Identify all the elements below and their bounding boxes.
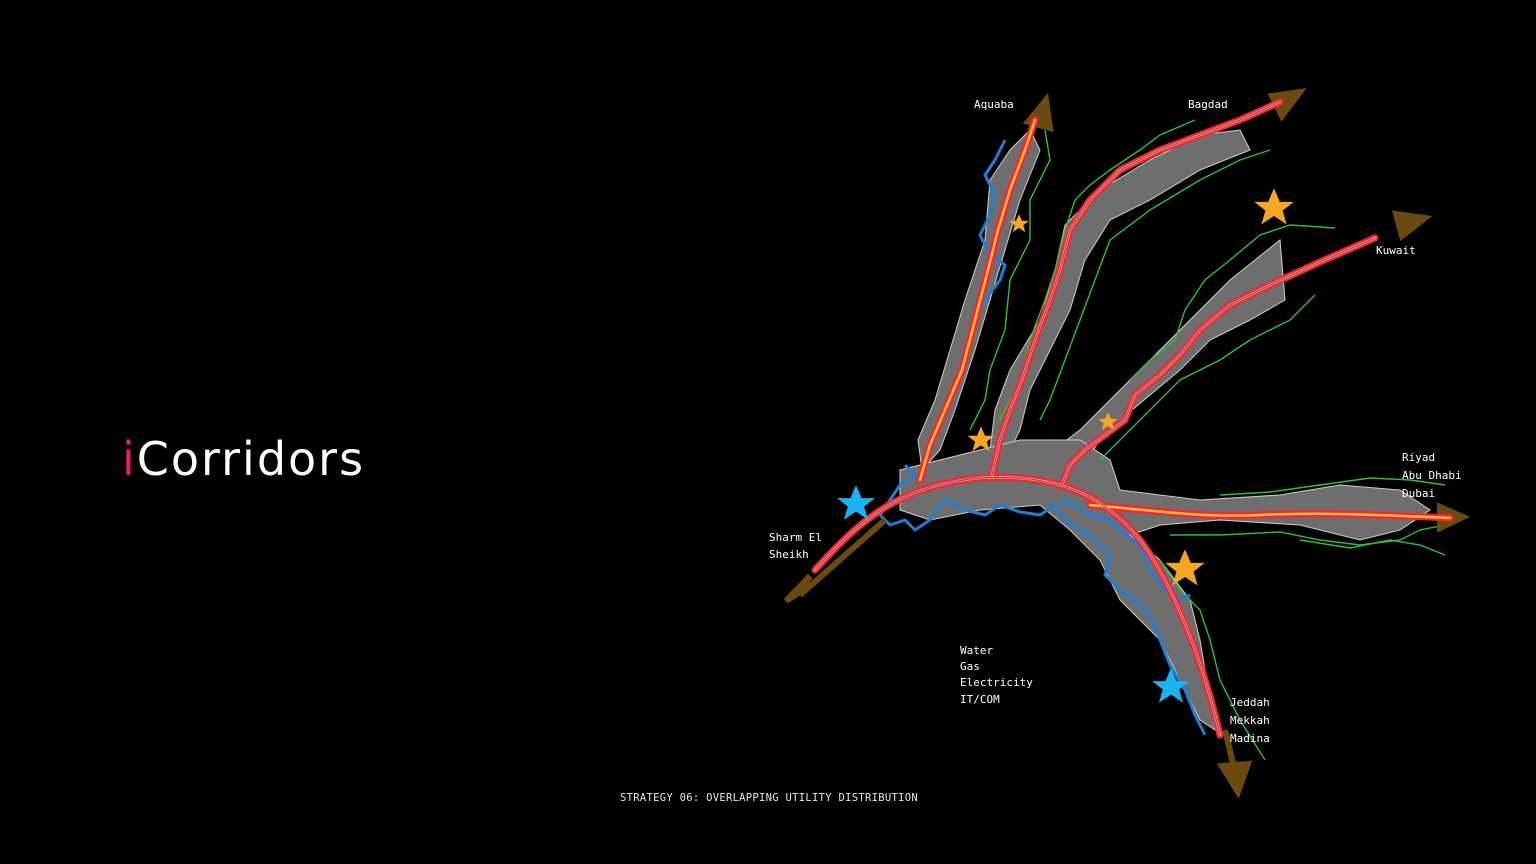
label-abu-dhabi: Abu Dhabi — [1402, 469, 1462, 482]
label-riyad: Riyad — [1402, 451, 1435, 464]
label-kuwait: Kuwait — [1376, 244, 1416, 257]
legend-gas: Gas — [960, 660, 980, 673]
city-labels: Aquaba Bagdad Kuwait Riyad Abu Dhabi Dub… — [769, 98, 1462, 745]
label-mekkah: Mekkah — [1230, 714, 1270, 727]
water-line — [878, 463, 1207, 736]
label-sharm-2: Sheikh — [769, 548, 809, 561]
arrow-icon — [1216, 760, 1253, 799]
corridor-center — [991, 101, 1281, 476]
legend-water: Water — [960, 644, 993, 657]
arrow-icon — [1391, 210, 1433, 242]
label-madina: Madina — [1230, 732, 1270, 745]
label-dubai: Dubai — [1402, 487, 1435, 500]
boundary-line — [1129, 224, 1336, 381]
corridor-core — [918, 118, 1037, 482]
app-title: iCorridors — [122, 436, 365, 482]
strategy-caption: STRATEGY 06: OVERLAPPING UTILITY DISTRIB… — [620, 792, 918, 804]
title-prefix: i — [122, 432, 137, 486]
corridor-arrows — [783, 88, 1471, 799]
legend-electricity: Electricity — [960, 676, 1033, 689]
boundary-line — [1159, 559, 1266, 761]
land-regions — [899, 129, 1431, 732]
title-main: Corridors — [136, 432, 366, 486]
arrow-icon — [783, 573, 813, 604]
label-aquaba: Aquaba — [974, 98, 1014, 111]
corridor-core — [1088, 503, 1452, 520]
boundary-line — [1299, 539, 1446, 556]
star-icon — [1254, 188, 1294, 225]
label-bagdad: Bagdad — [1188, 98, 1228, 111]
arrow-shaft — [798, 517, 887, 598]
corridor-center — [814, 476, 1221, 736]
boundary-line — [969, 129, 1051, 431]
boundary-line — [999, 119, 1196, 421]
utility-legend: Water Gas Electricity IT/COM — [960, 644, 1033, 706]
label-sharm-1: Sharm El — [769, 531, 822, 544]
label-jeddah: Jeddah — [1230, 696, 1270, 709]
corridors — [811, 98, 1454, 739]
water-line — [973, 139, 1007, 321]
boundary-line — [1219, 477, 1446, 496]
boundary-line — [1039, 149, 1271, 421]
legend-itcom: IT/COM — [960, 693, 1000, 706]
boundary-lines — [969, 119, 1446, 761]
corridor-center — [1061, 237, 1376, 486]
boundary-line — [1099, 294, 1316, 461]
boundary-line — [1170, 524, 1446, 546]
